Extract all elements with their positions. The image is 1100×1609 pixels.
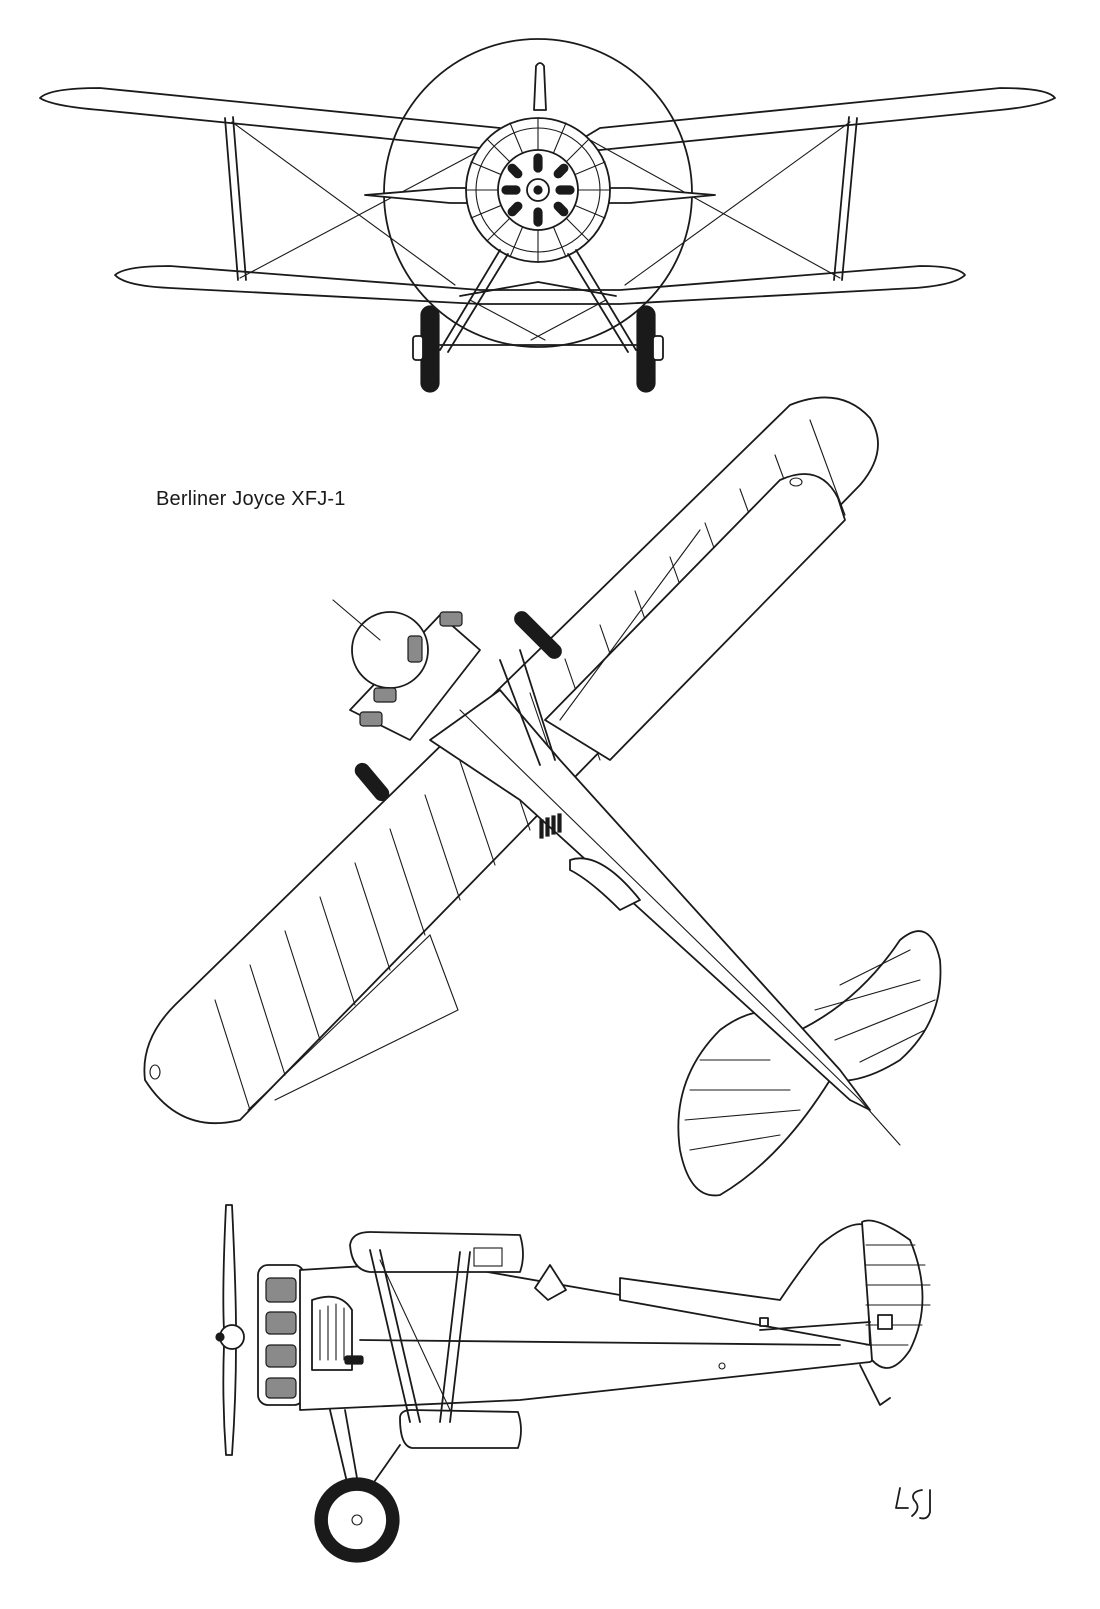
side-radial-engine (257, 1264, 305, 1406)
side-lower-wing (399, 1409, 522, 1449)
top-view (143, 396, 942, 1197)
top-wingtip-marker-left (149, 1064, 161, 1080)
top-strut-1 (499, 659, 541, 766)
side-exhaust (344, 1355, 364, 1365)
side-rudder (861, 1219, 924, 1369)
artist-signature-mark (895, 1487, 931, 1520)
top-wingtip-marker-right (789, 477, 803, 487)
top-stabilizer-ribs (684, 949, 936, 1151)
front-brace-wire-2 (239, 139, 501, 279)
side-rudder-ribs (865, 1244, 931, 1346)
top-fuselage (429, 689, 871, 1111)
side-wheel-axle (351, 1514, 363, 1526)
side-tail-skid (859, 1364, 891, 1406)
top-aileron (247, 934, 459, 1111)
front-upper-wing (39, 87, 1056, 151)
top-left-stabilizer (677, 1011, 831, 1197)
top-fuselage-centerline (459, 709, 861, 1101)
top-lower-wing (544, 473, 846, 761)
front-right-hub (652, 335, 664, 361)
side-view (215, 1204, 931, 1563)
top-cockpit (569, 857, 641, 911)
front-left-strut-inner (232, 116, 247, 281)
top-right-stabilizer (799, 930, 942, 1082)
top-engine (349, 611, 481, 741)
side-strut-front-2 (379, 1249, 421, 1423)
side-propeller-lower-blade (222, 1344, 237, 1456)
front-left-strut-outer (224, 117, 239, 281)
side-propeller-upper-blade (222, 1204, 237, 1331)
top-left-wheel (354, 762, 390, 802)
front-brace-wire-4 (589, 139, 841, 279)
front-right-strut-outer (841, 117, 858, 281)
side-detail-step (759, 1317, 769, 1327)
front-radial-engine (465, 117, 611, 263)
front-right-strut-inner (833, 116, 850, 281)
top-strut-2 (519, 649, 556, 761)
side-brace-wire (379, 1259, 451, 1411)
side-upper-wing (349, 1231, 524, 1273)
side-strut-rear-1 (439, 1251, 461, 1423)
side-detail-dot-1 (718, 1362, 726, 1370)
top-brace-wire (559, 529, 701, 721)
top-right-wheel (514, 611, 562, 659)
side-strut-front-1 (369, 1249, 411, 1423)
top-vent-grille (539, 813, 562, 839)
side-strut-rear-2 (449, 1251, 471, 1423)
side-propeller-spinner (215, 1332, 225, 1342)
side-wheel-hub (326, 1489, 388, 1551)
side-wing-vent (473, 1247, 503, 1267)
front-landing-gear (439, 249, 637, 353)
side-cowl-louvers (319, 1303, 345, 1361)
front-brace-wire-1 (231, 121, 456, 286)
front-tail-fin (533, 62, 547, 111)
side-windscreen (534, 1264, 567, 1301)
front-view (39, 38, 1056, 393)
side-tailplane (759, 1321, 871, 1331)
top-prop-axis (332, 599, 381, 641)
front-brace-wire-3 (624, 121, 851, 286)
top-tail-wire (859, 1099, 901, 1146)
front-lower-wing (114, 265, 966, 305)
side-tail-box (877, 1314, 893, 1330)
side-fuselage-stringer (359, 1339, 841, 1346)
drawing-caption: Berliner Joyce XFJ-1 (156, 488, 346, 510)
front-left-hub (412, 335, 424, 361)
